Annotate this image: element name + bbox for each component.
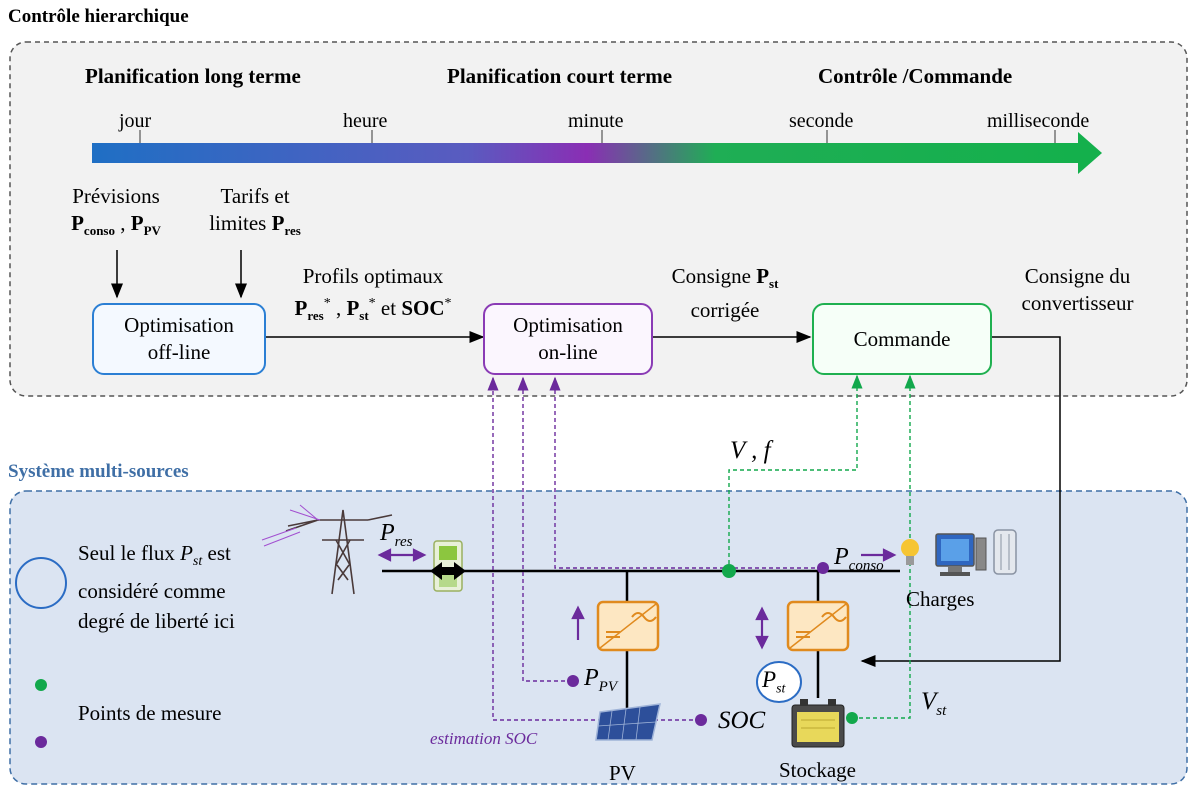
legend-purple-dot xyxy=(35,736,47,748)
radiator-icon xyxy=(993,529,1017,575)
system-section-title: Système multi-sources xyxy=(8,461,189,482)
measure-point-vf xyxy=(722,564,736,578)
charges-label: Charges xyxy=(906,587,975,611)
tariffs-label: Tarifs et limites Pres xyxy=(209,184,301,239)
measure-point-soc xyxy=(695,714,707,726)
pv-converter-icon xyxy=(596,600,660,652)
measure-point-vst xyxy=(846,712,858,724)
pv-label: PV xyxy=(609,761,636,785)
pst-highlight-circle xyxy=(756,661,802,703)
timescale-minute: minute xyxy=(568,110,624,132)
pylon-icon xyxy=(261,504,393,595)
phase-long-term: Planification long terme xyxy=(85,64,301,88)
ppv-label: PPV xyxy=(584,665,617,695)
battery-icon xyxy=(791,699,845,748)
timescale-hour: heure xyxy=(343,110,388,132)
control-section-title: Contrôle hierarchique xyxy=(8,6,189,27)
soc-label: SOC xyxy=(718,707,766,734)
measure-point-pconso xyxy=(817,562,829,574)
command-box: Commande xyxy=(812,303,992,375)
pv-panel-icon xyxy=(595,703,661,741)
pst-flow-arrow xyxy=(755,606,769,650)
timescale-second: seconde xyxy=(789,110,854,132)
ppv-flow-arrow xyxy=(571,605,585,640)
storage-label: Stockage xyxy=(779,758,856,782)
converter-setpoint-label: Consigne du convertisseur xyxy=(1021,264,1134,315)
phase-control: Contrôle /Commande xyxy=(818,64,1013,88)
legend-circle xyxy=(15,557,67,609)
phase-short-term: Planification court terme xyxy=(447,64,673,88)
timescale-millisecond: milliseconde xyxy=(987,110,1090,132)
pconso-flow-arrow xyxy=(861,548,897,562)
corrected-setpoint-label: Consigne Pst corrigée xyxy=(671,264,779,323)
vf-signal-label: V , f xyxy=(730,437,771,464)
forecasts-label: Prévisions Pconso , PPV xyxy=(71,184,161,239)
legend-dof-text: Seul le flux Pst est considéré comme deg… xyxy=(78,541,235,634)
soc-estimation-label: estimation SOC xyxy=(430,729,538,748)
pres-label: Pres xyxy=(380,520,413,550)
timescale-arrow xyxy=(92,130,1102,174)
timescale-day: jour xyxy=(119,110,152,132)
measure-point-ppv xyxy=(567,675,579,687)
optimal-profiles-label: Profils optimaux Pres* , Pst* et SOC* xyxy=(294,264,452,324)
pres-flow-arrow xyxy=(377,548,427,562)
storage-converter-icon xyxy=(786,600,850,652)
breaker-bidirectional-arrow xyxy=(430,562,466,580)
pconso-label: Pconso xyxy=(834,544,884,574)
computer-icon xyxy=(935,533,987,576)
bulb-icon xyxy=(901,539,919,565)
legend-measure-points: Points de mesure xyxy=(78,701,222,725)
legend-green-dot xyxy=(35,679,47,691)
vst-label: Vst xyxy=(921,688,947,719)
pst-label: Pst xyxy=(762,667,786,697)
